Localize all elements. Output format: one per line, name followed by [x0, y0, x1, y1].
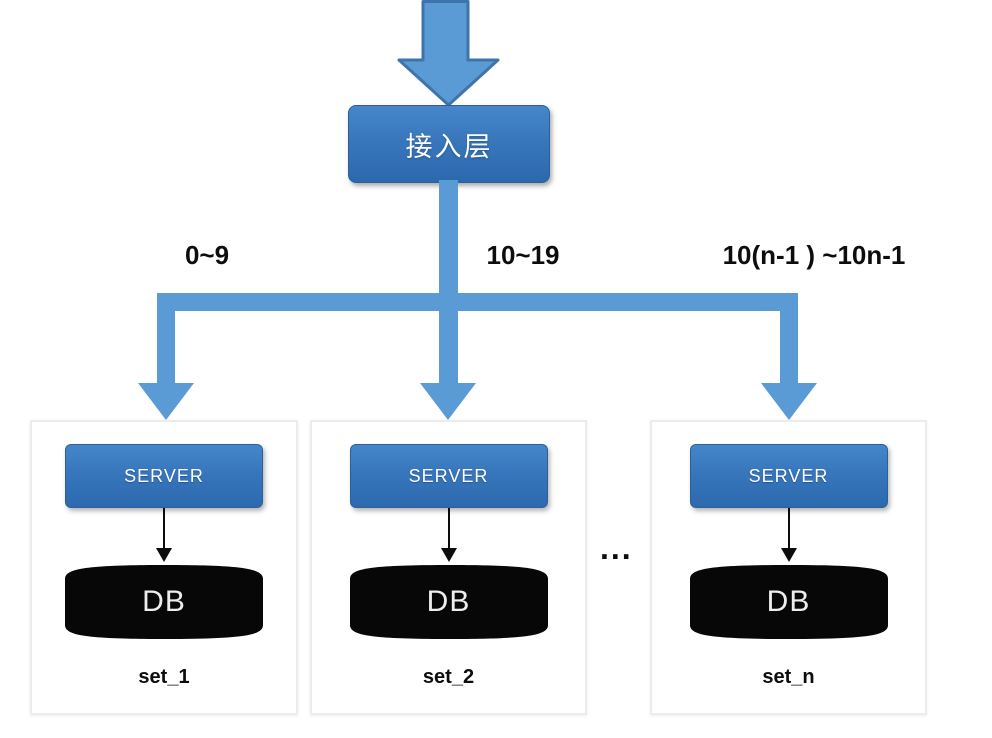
server-label: SERVER	[748, 465, 829, 486]
db-cylinder-icon: DB	[61, 562, 267, 642]
db-label: DB	[142, 585, 186, 618]
branch-range-label-1: 0~9	[184, 240, 230, 270]
set-card-1: SERVER DB set_1	[30, 420, 298, 715]
set-card-2: SERVER DB set_2	[310, 420, 587, 715]
set-name-label: set_2	[422, 666, 475, 688]
server-node: SERVER	[65, 444, 263, 508]
branch-range-label-3: 10(n-1 ) ~10n-1	[722, 240, 906, 270]
server-db-arrow-icon	[440, 508, 457, 562]
set-name-label: set_n	[762, 666, 815, 688]
db-label: DB	[426, 585, 471, 618]
db-label: DB	[766, 585, 811, 618]
fanout-connector-icon	[138, 180, 817, 420]
server-db-arrow-icon	[156, 508, 172, 562]
db-cylinder-icon: DB	[346, 562, 552, 642]
server-label: SERVER	[124, 465, 204, 486]
ellipsis-label: ...	[600, 530, 633, 566]
branch-range-label-2: 10~19	[486, 240, 560, 270]
access-layer-node: 接入层	[348, 105, 550, 183]
set-card-n: SERVER DB set_n	[650, 420, 927, 715]
set-name-label: set_1	[138, 666, 190, 688]
access-layer-label: 接入层	[405, 131, 493, 162]
server-node: SERVER	[689, 444, 888, 508]
server-node: SERVER	[349, 444, 548, 508]
incoming-traffic-arrow-icon	[397, 0, 500, 107]
server-db-arrow-icon	[780, 508, 797, 562]
server-label: SERVER	[408, 465, 489, 486]
db-cylinder-icon: DB	[686, 562, 892, 642]
